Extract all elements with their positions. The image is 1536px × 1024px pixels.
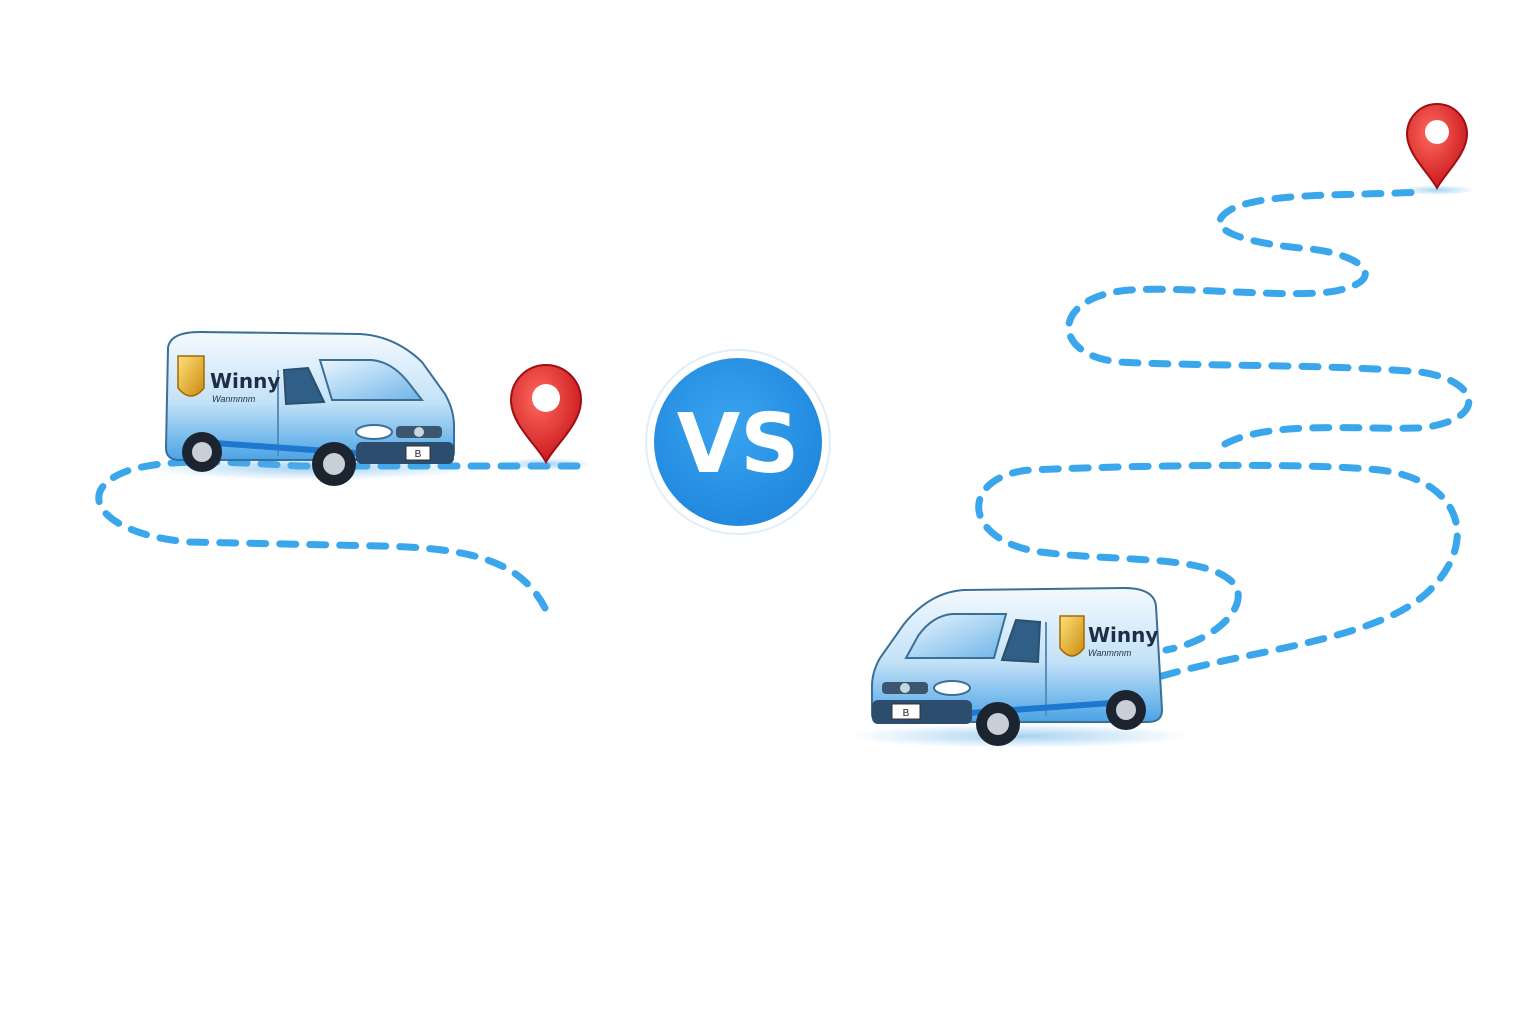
gold-crest-icon [177, 355, 205, 397]
plate-text: B [415, 449, 422, 460]
vs-badge: VS [645, 349, 831, 535]
wheel [182, 432, 222, 472]
winding-route-path [975, 461, 1461, 680]
map-pin-icon [500, 364, 592, 470]
delivery-van-right: B Winny Wanmnnm [850, 586, 1190, 748]
gold-crest-icon [1059, 615, 1085, 657]
delivery-van-left: B Winny Wanmnnm [140, 330, 480, 486]
right-scene: B Winny Wanmnnm [850, 103, 1475, 748]
short-route-path [95, 458, 594, 612]
wheel [976, 702, 1020, 746]
van-brand-name: Winny [1088, 623, 1158, 647]
wheel [312, 442, 356, 486]
wheel [1106, 690, 1146, 730]
plate-text: B [903, 708, 910, 719]
van-brand-name: Winny [210, 369, 280, 393]
van-brand-subline: Wanmnnm [1088, 648, 1132, 658]
winding-route-path-upper [1065, 188, 1473, 448]
vs-label: VS [677, 397, 800, 492]
map-pin-icon [1399, 103, 1475, 195]
left-scene: B Winny Wanmnnm [95, 330, 594, 612]
van-brand-subline: Wanmnnm [212, 394, 256, 404]
